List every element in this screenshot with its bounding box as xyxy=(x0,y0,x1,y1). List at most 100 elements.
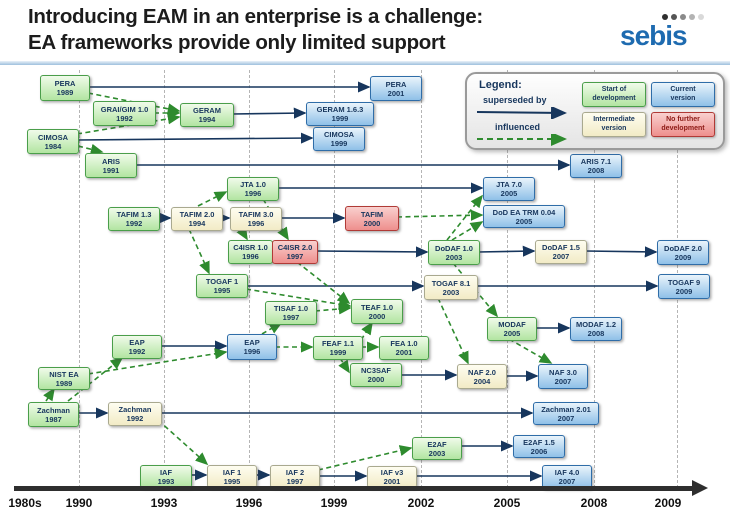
legend-heading: Legend: xyxy=(479,79,522,91)
node-year: 2000 xyxy=(363,218,381,228)
node-year: 1992 xyxy=(125,219,143,228)
edge-dodaf-10-2003-to-dodaf-15-2007 xyxy=(477,245,536,257)
axis-label-2008: 2008 xyxy=(580,496,608,510)
node-year: 1987 xyxy=(45,414,62,424)
node-label: TOGAF 8.1 xyxy=(431,278,471,288)
node-year: 1995 xyxy=(223,476,241,486)
node-label: C4ISR 1.0 xyxy=(233,243,268,252)
axis-label-1999: 1999 xyxy=(320,496,348,510)
node-year: 2008 xyxy=(587,166,605,175)
node-year: 1999 xyxy=(331,114,349,123)
edge-cimosa-1984-to-cimosa-1999 xyxy=(76,132,314,144)
node-label: MODAF xyxy=(498,320,526,329)
node-year: 1992 xyxy=(116,113,133,123)
node-year: 2005 xyxy=(515,216,533,226)
node-year: 1992 xyxy=(126,414,144,423)
node-year: 2006 xyxy=(530,446,548,456)
edge-c4isr-20-1997-to-teaf-10-2000 xyxy=(296,261,351,304)
node-year: 2007 xyxy=(557,413,575,423)
node-label: DoDAF 2.0 xyxy=(664,243,702,253)
node-year: 1996 xyxy=(242,252,259,261)
node-year: 1995 xyxy=(213,286,231,295)
edge-togaf-81-2003-to-naf-20-2004 xyxy=(437,297,469,365)
axis-label-1980s: 1980s xyxy=(8,496,42,510)
title-line-2: EA frameworks provide only limited suppo… xyxy=(28,31,446,54)
node-year: 2009 xyxy=(675,286,693,296)
node-year: 1997 xyxy=(286,252,304,261)
node-label: PERA xyxy=(54,79,76,88)
node-year: 2003 xyxy=(428,448,446,458)
node-label: FEAF 1.1 xyxy=(321,339,355,348)
edge-feaf-11-1999-to-nc3saf-2000 xyxy=(338,357,350,374)
node-year: 1994 xyxy=(198,115,216,124)
node-year: 2009 xyxy=(674,252,692,262)
node-label: CIMOSA xyxy=(324,130,354,139)
node-label: NAF 3.0 xyxy=(549,367,577,377)
year-gridline xyxy=(421,70,422,488)
node-year: 2004 xyxy=(473,376,491,386)
legend-influenced-label: influenced xyxy=(495,122,541,132)
node-label: NAF 2.0 xyxy=(468,367,496,377)
year-gridline xyxy=(164,70,165,488)
node-year: 1999 xyxy=(329,348,347,357)
logo-dot-icon xyxy=(671,14,677,20)
edge-c4isr-20-1997-to-dodaf-10-2003 xyxy=(315,246,429,258)
node-label: ARIS xyxy=(102,156,120,166)
node-year: 1991 xyxy=(102,165,120,175)
logo-dot-icon xyxy=(689,14,695,20)
edge-geram-1994-to-geram-163-1999 xyxy=(231,107,307,119)
node-label: Zachman 2.01 xyxy=(541,404,591,414)
edge-togaf-1-1995-to-teaf-10-2000 xyxy=(245,288,352,310)
node-year: 1989 xyxy=(55,378,73,388)
node-year: 2001 xyxy=(395,348,413,357)
node-year: 2003 xyxy=(442,287,460,297)
node-label: C4ISR 2.0 xyxy=(277,243,313,252)
node-label: FEA 1.0 xyxy=(390,339,418,348)
title-line-1: Introducing EAM in an enterprise is a ch… xyxy=(28,5,483,28)
node-year: 2005 xyxy=(503,329,521,338)
slide-title: Introducing EAM in an enterprise is a ch… xyxy=(28,4,483,56)
logo-dot-icon xyxy=(680,14,686,20)
node-label: TAFIM 3.0 xyxy=(238,210,274,219)
node-label: IAF 2 xyxy=(285,467,305,477)
node-year: 1997 xyxy=(282,313,300,322)
node-year: 1999 xyxy=(330,139,348,148)
year-gridline xyxy=(334,70,335,488)
axis-label-1990: 1990 xyxy=(65,496,93,510)
node-label: ARIS 7.1 xyxy=(580,157,612,166)
node-label: Zachman xyxy=(118,405,152,414)
year-gridline xyxy=(507,70,508,488)
year-gridline xyxy=(79,70,80,488)
node-label: PERA xyxy=(385,79,407,89)
node-year: 2005 xyxy=(500,189,518,198)
axis-label-1996: 1996 xyxy=(235,496,263,510)
node-year: 2007 xyxy=(552,252,570,261)
timeline-axis-arrowhead-icon xyxy=(692,480,708,496)
node-label: Zachman xyxy=(37,405,70,415)
